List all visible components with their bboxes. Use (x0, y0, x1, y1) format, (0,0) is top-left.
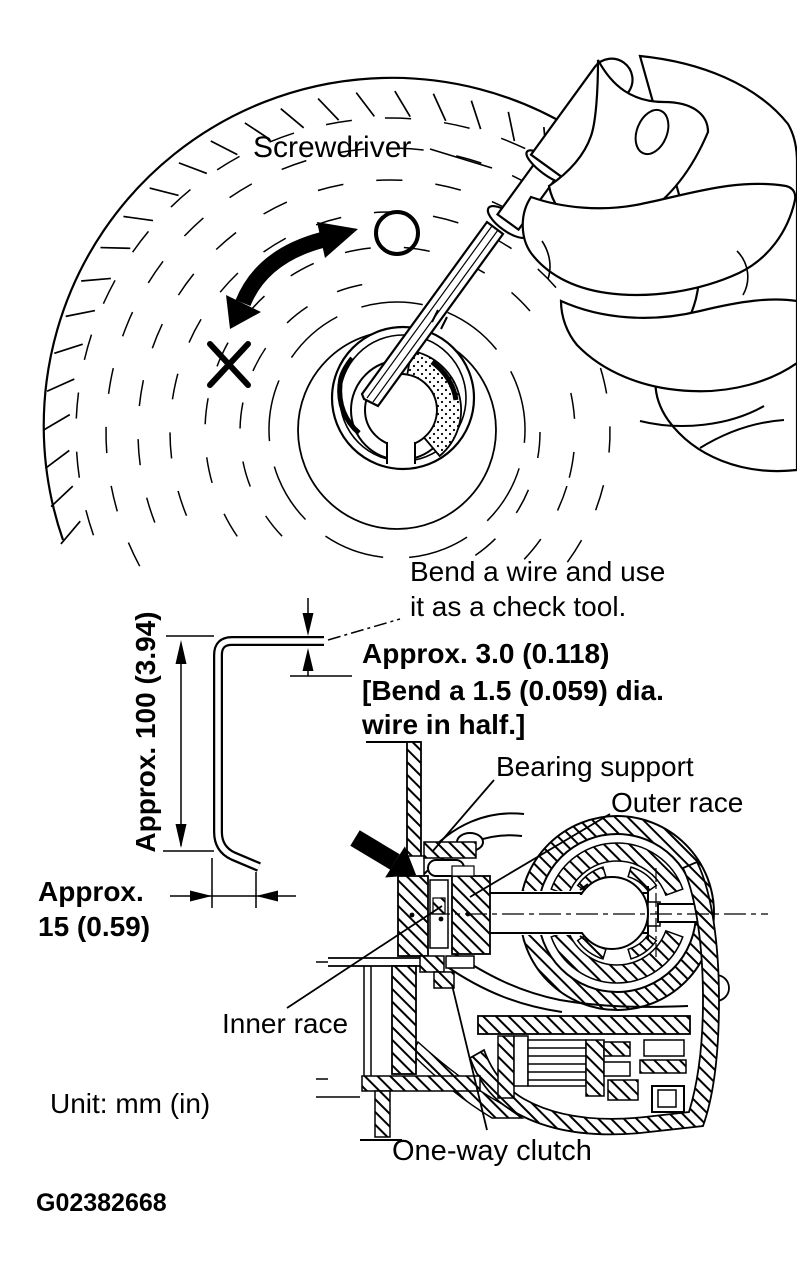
thickness-dimension (290, 598, 352, 677)
note-line2: it as a check tool. (410, 591, 626, 622)
bearing-support-assembly (397, 841, 491, 989)
cup-shadow-accent (337, 356, 354, 385)
turbine-blade-bands (550, 842, 684, 984)
hook-dimension-label-line2: 15 (0.59) (38, 911, 150, 942)
wire-core (215, 638, 324, 870)
ng-cross-symbol (207, 341, 251, 388)
transmission-case-edge (316, 957, 481, 1141)
knuckle-crease (736, 250, 749, 296)
bearing-support-leader (431, 779, 495, 853)
unit-note: Unit: mm (in) (50, 1088, 210, 1119)
hand-edge-line (639, 405, 765, 427)
bearing-support-label: Bearing support (496, 751, 694, 782)
check-tool-notes: Bend a wire and use it as a check tool. … (361, 556, 665, 740)
bend-note-line2: wire in half.] (361, 709, 525, 740)
drive-plate-flange (406, 741, 422, 859)
clutch-hub-sweep (411, 1040, 525, 1119)
middle-finger (559, 298, 797, 393)
screwdriver-leader-line (429, 148, 493, 169)
finger-crease (541, 240, 551, 280)
thumb-nail (634, 108, 670, 156)
cup-shadow-accent (337, 383, 361, 435)
outer-race-leader (469, 813, 611, 898)
note-leader-line (327, 618, 401, 641)
converter-spun-surface-dashes (75, 117, 611, 567)
converter-rim (42, 76, 576, 541)
screwdriver-label: Screwdriver (253, 131, 411, 164)
inner-race-label: Inner race (222, 1008, 348, 1039)
length-dimension-label: Approx. 100 (3.94) (130, 611, 161, 852)
one-way-clutch-leader (451, 984, 488, 1131)
hand-illustration (521, 54, 797, 473)
screwdriver-shaft (360, 220, 505, 408)
rotation-direction-arrow (226, 222, 358, 329)
hook-width-dimension (170, 858, 296, 908)
hub-notch (387, 442, 415, 466)
snap-ring-accent (430, 359, 459, 401)
outer-race-label: Outer race (611, 787, 743, 818)
housing-wall (468, 860, 720, 1136)
thickness-dimension-label: Approx. 3.0 (0.118) (362, 638, 609, 669)
one-way-clutch-cross-section: Bearing support Outer race Inner race On… (222, 741, 768, 1167)
hand-edge-line (699, 419, 785, 449)
ok-circle-symbol (374, 210, 420, 256)
hook-dimension-label-line1: Approx. (38, 876, 144, 907)
wire-check-tool-diagram: Approx. 100 (3.94) Approx. 15 (0.59) (38, 598, 401, 942)
length-dimension (163, 635, 214, 852)
clutch-pack (497, 1035, 687, 1101)
figure-id: G02382668 (36, 1189, 167, 1217)
stator-support-bar (477, 1015, 691, 1035)
check-point-arrow (350, 830, 416, 878)
torque-converter-rotation-illustration: Screwdriver (42, 54, 797, 567)
inner-race-leader (286, 905, 443, 1009)
hub-outer-broken-circle (268, 301, 526, 559)
note-line1: Bend a wire and use (410, 556, 665, 587)
bend-note-line1: [Bend a 1.5 (0.059) dia. (362, 675, 664, 706)
one-way-clutch-label: One-way clutch (392, 1135, 592, 1167)
